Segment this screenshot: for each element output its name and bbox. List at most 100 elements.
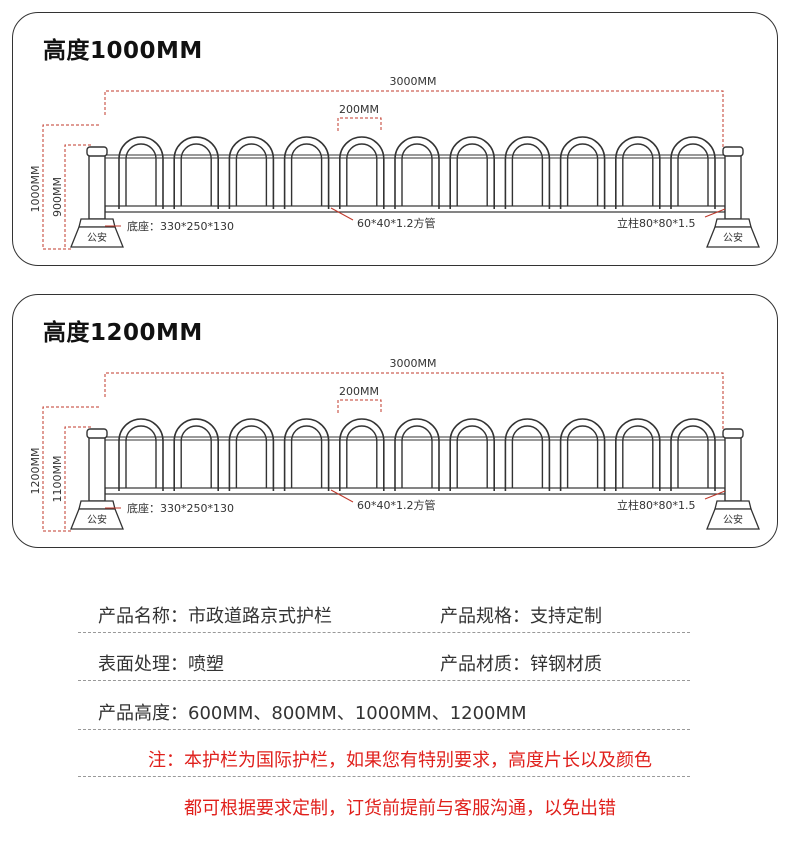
base-badge: 公安: [723, 231, 743, 244]
post-cap-left: [86, 428, 108, 439]
fence-arch: [394, 136, 440, 209]
fence-arch: [118, 418, 164, 491]
fence-arch: [283, 418, 330, 491]
fence-arch-inner: [511, 425, 544, 488]
fence-arch: [173, 418, 219, 491]
fence-arch-inner: [401, 425, 433, 488]
inner-height-dimension-line: [64, 144, 91, 249]
fence-arch: [670, 418, 716, 491]
inner-height-label: 900MM: [51, 177, 64, 217]
custom-note-line-2: 都可根据要求定制，订货前提前与客服沟通，以免出错: [184, 798, 616, 819]
fence-arch: [228, 136, 275, 209]
base-left: [70, 226, 124, 248]
top-rail: [104, 436, 726, 441]
tube-leader-line: [330, 207, 354, 221]
divider: [78, 680, 690, 681]
fence-arch-inner: [511, 143, 544, 206]
post-label: 立柱80*80*1.5: [617, 498, 696, 512]
base-left: [70, 508, 124, 530]
tube-label: 60*40*1.2方管: [357, 498, 436, 512]
fence-arch: [615, 418, 661, 491]
fence-arch: [615, 136, 661, 209]
pitch-label: 200MM: [339, 103, 379, 116]
base-right: [706, 508, 760, 530]
outer-height-label: 1200MM: [29, 448, 42, 495]
custom-note-line-1: 注：本护栏为国际护栏，如果您有特别要求，高度片长以及颜色: [148, 750, 652, 771]
base-top-right: [714, 500, 752, 510]
post-cap-left: [86, 146, 108, 157]
base-badge: 公安: [87, 513, 107, 526]
width-label: 3000MM: [390, 75, 437, 88]
width-dimension-line: [104, 90, 724, 153]
bottom-rail: [104, 205, 726, 213]
fence-arch-inner: [180, 425, 212, 488]
tube-leader-line: [330, 489, 354, 503]
fence-arch-inner: [290, 425, 323, 488]
fence-arch-inner: [401, 143, 433, 206]
post-left: [88, 436, 106, 502]
spec-value: 支持定制: [530, 606, 602, 627]
post-cap-right: [722, 146, 744, 157]
fence-arch-inner: [456, 143, 488, 206]
fence-arch: [670, 136, 716, 209]
post-left: [88, 154, 106, 220]
panel-title: 高度1000MM: [43, 38, 203, 64]
fence-arch-inner: [346, 425, 378, 488]
fence-arch-inner: [622, 425, 654, 488]
spec-label: 表面处理：: [98, 654, 188, 675]
outer-height-dimension-line: [42, 406, 99, 532]
fence-arch: [559, 136, 606, 209]
fence-arch: [504, 418, 551, 491]
fence-arch: [449, 418, 495, 491]
spec-value: 锌钢材质: [530, 654, 602, 675]
fence-arch: [394, 418, 440, 491]
fence-panel-1200: 高度1200MM 3000MM 200MM 1200MM 1100MM 公安 公安 60*4…: [12, 294, 778, 548]
post-right: [724, 154, 742, 220]
fence-arch: [118, 136, 164, 209]
post-leader-line: [704, 490, 726, 500]
base-badge: 公安: [87, 231, 107, 244]
fence-arch-inner: [622, 143, 654, 206]
fence-arch-inner: [235, 143, 268, 206]
fence-arch: [173, 136, 219, 209]
spec-label: 产品材质：: [440, 654, 530, 675]
fence-arch-inner: [677, 143, 709, 206]
spec-value: 市政道路京式护栏: [188, 606, 332, 627]
fence-arch-inner: [125, 425, 157, 488]
fence-arch-inner: [566, 425, 599, 488]
fence-arch: [559, 418, 606, 491]
spec-value: 喷塑: [188, 654, 224, 675]
inner-height-label: 1100MM: [51, 456, 64, 503]
tube-label: 60*40*1.2方管: [357, 216, 436, 230]
divider: [78, 632, 690, 633]
base-top-right: [714, 218, 752, 228]
pitch-label: 200MM: [339, 385, 379, 398]
base-badge: 公安: [723, 513, 743, 526]
fence-arch: [228, 418, 275, 491]
width-dimension-line: [104, 372, 724, 435]
panel-title: 高度1200MM: [43, 320, 203, 346]
fence-arch: [449, 136, 495, 209]
fence-arch: [504, 136, 551, 209]
divider: [78, 776, 690, 777]
fence-arch-inner: [125, 143, 157, 206]
width-label: 3000MM: [390, 357, 437, 370]
post-right: [724, 436, 742, 502]
fence-arch-inner: [566, 143, 599, 206]
fence-arch-inner: [677, 425, 709, 488]
fence-arch-inner: [456, 425, 488, 488]
bottom-rail: [104, 487, 726, 495]
spec-label: 产品高度：: [98, 703, 188, 724]
fence-arch: [339, 136, 385, 209]
spec-label: 产品名称：: [98, 606, 188, 627]
spec-value: 600MM、800MM、1000MM、1200MM: [188, 703, 527, 724]
pitch-dimension-line: [337, 399, 382, 413]
fence-arch: [283, 136, 330, 209]
fence-arch-inner: [290, 143, 323, 206]
outer-height-dimension-line: [42, 124, 99, 250]
fence-arch-inner: [180, 143, 212, 206]
post-leader-line: [704, 208, 726, 218]
top-rail: [104, 154, 726, 159]
